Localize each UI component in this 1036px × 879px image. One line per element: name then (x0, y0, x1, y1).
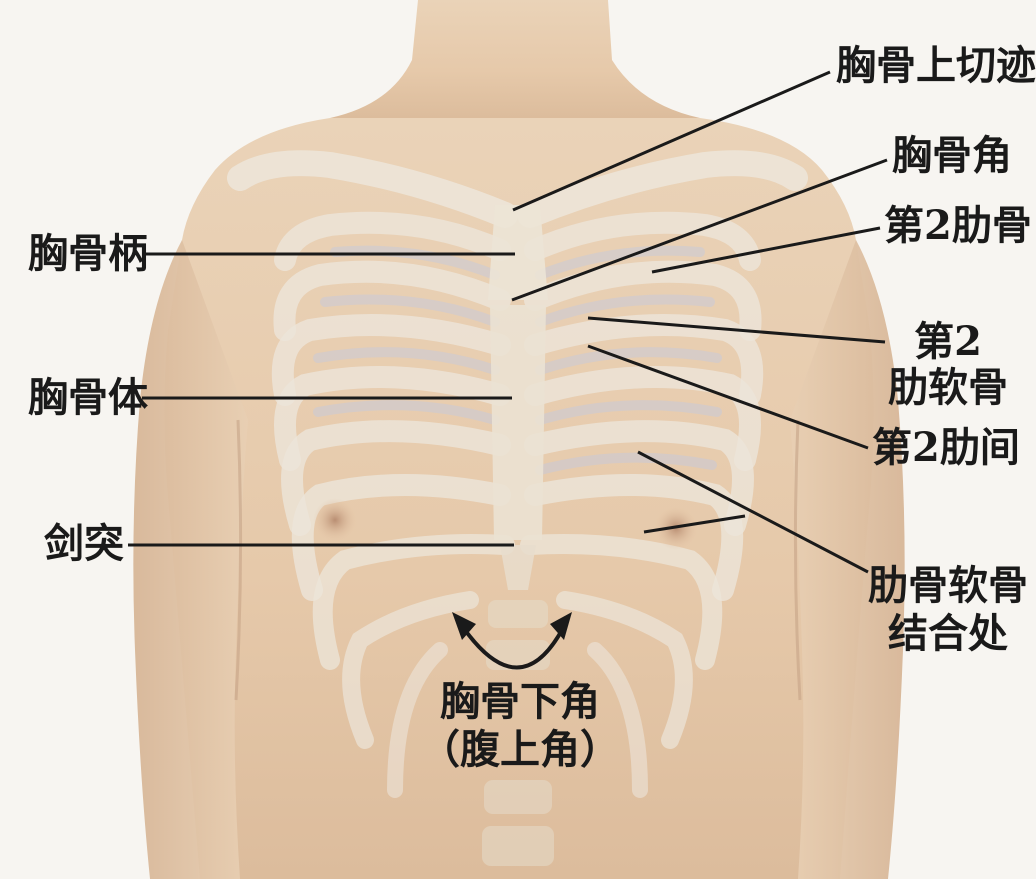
label-second-rib: 第2肋骨 (884, 206, 1032, 246)
neck (330, 0, 700, 118)
label-suprasternal-notch: 胸骨上切迹 (836, 46, 1036, 86)
label-sternal-body: 胸骨体 (28, 378, 148, 418)
label-second-intercostal-space: 第2肋间 (872, 428, 1020, 468)
label-costochondral-junction-line2: 结合处 (868, 614, 1028, 654)
label-costochondral-junction-line1: 肋骨软骨 (868, 566, 1028, 606)
label-manubrium: 胸骨柄 (28, 234, 148, 274)
label-xiphoid: 剑突 (44, 524, 124, 564)
label-infrasternal-angle-line2: （腹上角） (410, 730, 630, 770)
label-infrasternal-angle-line1: 胸骨下角 (420, 682, 620, 722)
label-second-costal-cartilage-line1: 第2 (888, 322, 1008, 362)
sternal-body-shape (490, 305, 546, 540)
left-nipple (313, 498, 357, 542)
label-sternal-angle: 胸骨角 (892, 136, 1012, 176)
label-second-costal-cartilage-line2: 肋软骨 (888, 368, 1008, 408)
